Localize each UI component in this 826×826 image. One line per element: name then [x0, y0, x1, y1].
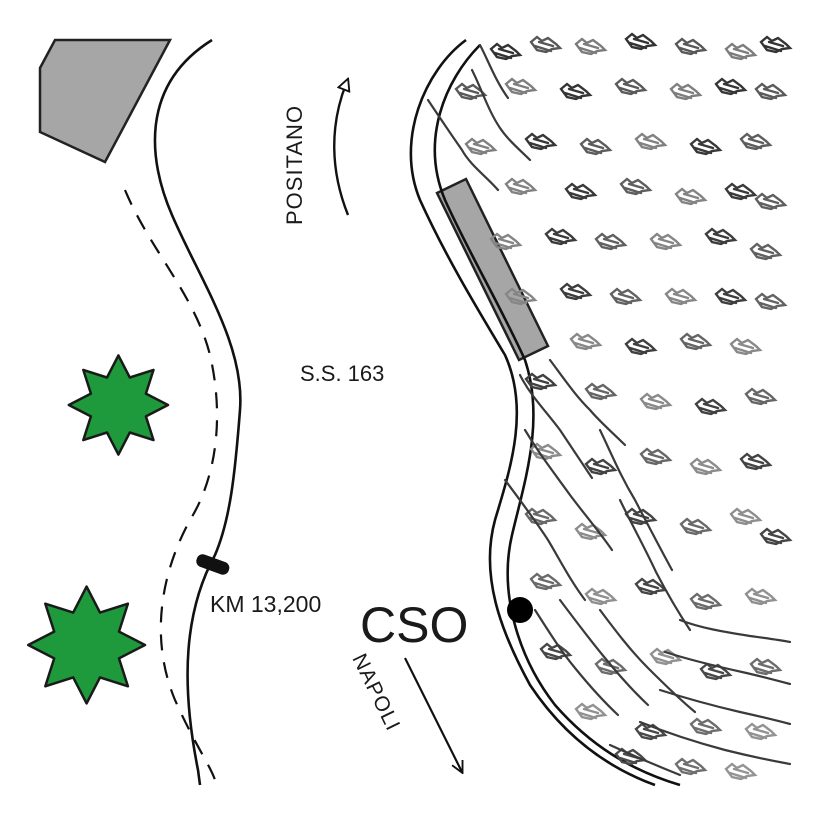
- shrub-icon: [674, 37, 708, 56]
- shrub-icon: [559, 282, 593, 301]
- shrub-icon: [724, 42, 758, 61]
- coast-outer-edge: [433, 44, 681, 787]
- road-west-edge: [153, 38, 242, 786]
- site-label: CSO: [360, 597, 468, 653]
- shrub-icon: [729, 507, 763, 526]
- direction-label-napoli: NAPOLI: [348, 650, 405, 735]
- shrub-icon: [504, 177, 538, 196]
- shrub-icon: [674, 187, 708, 206]
- shrub-icon: [614, 77, 648, 96]
- tree-icon-upper: [67, 354, 170, 456]
- coastal-vegetation: [454, 32, 793, 781]
- shrub-icon: [544, 227, 578, 246]
- shrub-icon: [634, 577, 668, 596]
- shrub-icon: [524, 132, 558, 151]
- arrow-icon-positano: [333, 84, 348, 216]
- shrub-icon: [639, 447, 673, 466]
- shrub-icon: [489, 232, 523, 251]
- shrub-icon: [574, 522, 608, 541]
- shrub-icon: [529, 35, 563, 54]
- shrub-icon: [639, 392, 673, 411]
- shrub-icon: [624, 337, 658, 356]
- shrub-icon: [624, 507, 658, 526]
- shrub-icon: [609, 287, 643, 306]
- shrub-icon: [674, 757, 708, 776]
- filled-circle-icon: [507, 597, 533, 623]
- shrub-icon: [664, 287, 698, 306]
- shrub-icon: [759, 527, 793, 546]
- shrub-icon: [714, 287, 748, 306]
- shrub-icon: [689, 717, 723, 736]
- shrub-icon: [759, 35, 793, 54]
- dashed-boundary: [123, 189, 219, 781]
- shrub-icon: [689, 137, 723, 156]
- milestone-icon: [196, 554, 230, 575]
- shrub-icon: [614, 747, 648, 766]
- shrub-icon: [539, 642, 573, 661]
- shrub-icon: [584, 382, 618, 401]
- shrub-icon: [704, 227, 738, 246]
- shrub-icon: [524, 507, 558, 526]
- shrub-icon: [574, 37, 608, 56]
- shrub-icon: [679, 517, 713, 536]
- shrub-icon: [634, 132, 668, 151]
- shrub-icon: [679, 332, 713, 351]
- shrub-icon: [584, 587, 618, 606]
- shrub-icon: [504, 77, 538, 96]
- tree-icon-lower: [26, 585, 147, 705]
- shrub-icon: [559, 82, 593, 101]
- shrub-icon: [754, 292, 788, 311]
- km-marker-label: KM 13,200: [210, 591, 321, 617]
- shrub-icon: [569, 332, 603, 351]
- shrub-icon: [744, 387, 778, 406]
- shrub-icon: [524, 372, 558, 391]
- building-top-left: [38, 38, 173, 164]
- shrub-icon: [714, 77, 748, 96]
- shrub-icon: [739, 132, 773, 151]
- cliff-hatching: [426, 43, 792, 777]
- shrub-icon: [574, 702, 608, 721]
- shrub-icon: [649, 647, 683, 666]
- shrub-icon: [699, 662, 733, 681]
- shrub-icon: [634, 722, 668, 741]
- shrub-icon: [669, 82, 703, 101]
- shrub-icon: [749, 657, 783, 676]
- shrub-icon: [579, 137, 613, 156]
- shrub-icon: [744, 587, 778, 606]
- shrub-icon: [649, 232, 683, 251]
- shrub-icon: [594, 657, 628, 676]
- shrub-icon: [729, 337, 763, 356]
- shrub-icon: [754, 192, 788, 211]
- shrub-icon: [504, 287, 538, 306]
- shrub-icon: [724, 762, 758, 781]
- shrub-icon: [694, 397, 728, 416]
- shrub-icon: [564, 182, 598, 201]
- shrub-icon: [689, 457, 723, 476]
- arrow-icon-napoli: [404, 657, 462, 772]
- shrub-icon: [594, 232, 628, 251]
- road-east-edge: [409, 38, 656, 787]
- shrub-icon: [689, 592, 723, 611]
- shrub-icon: [749, 242, 783, 261]
- shrub-icon: [754, 82, 788, 101]
- building-coast: [435, 177, 550, 362]
- shrub-icon: [724, 182, 758, 201]
- shrub-icon: [529, 442, 563, 461]
- shrub-icon: [584, 457, 618, 476]
- shrub-icon: [619, 177, 653, 196]
- shrub-icon: [624, 32, 658, 51]
- shrub-icon: [464, 137, 498, 156]
- shrub-icon: [744, 722, 778, 741]
- direction-label-positano: POSITANO: [282, 105, 307, 225]
- road-label: S.S. 163: [300, 361, 384, 386]
- shrub-icon: [529, 572, 563, 591]
- shrub-icon: [489, 42, 523, 61]
- shrub-icon: [739, 452, 773, 471]
